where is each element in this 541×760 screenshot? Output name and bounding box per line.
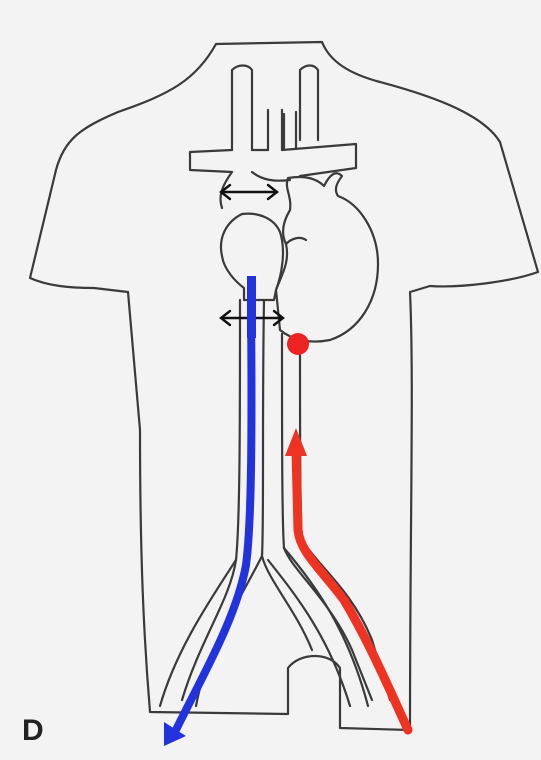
upper-measurement-double-arrow — [221, 185, 277, 199]
right-carotid-vessel — [300, 66, 318, 141]
panel-label: D — [22, 714, 44, 748]
venous-flow-arrow — [164, 276, 256, 746]
arterial-flow-arrow — [285, 428, 408, 730]
left-carotid-vessel — [232, 66, 252, 151]
red-dot-marker — [287, 333, 309, 355]
pulmonary-trunk — [286, 238, 306, 244]
heart-outline — [276, 173, 378, 341]
small-vessel-pair — [268, 110, 296, 150]
